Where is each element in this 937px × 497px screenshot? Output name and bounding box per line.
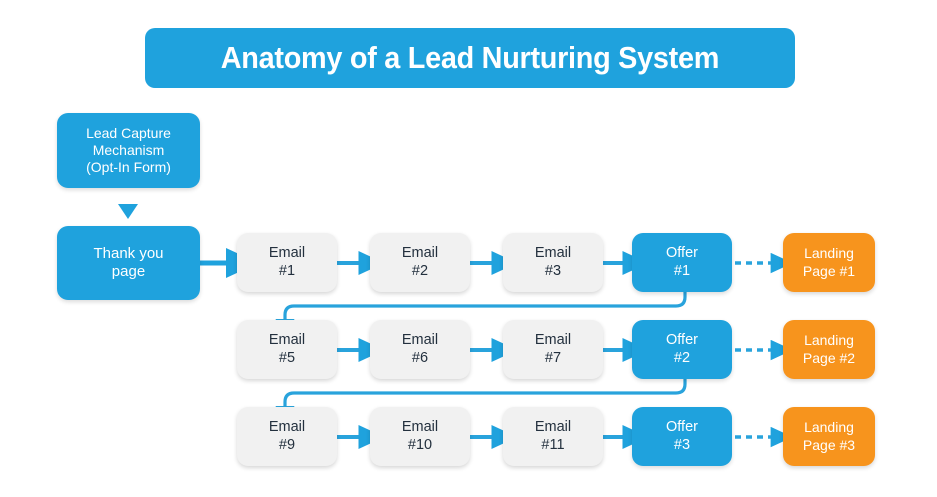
node-offer-3[interactable]: Offer #3 [632, 407, 732, 466]
node-offer-label: Offer #2 [666, 331, 698, 366]
node-email-label: Email #11 [534, 418, 572, 453]
node-email-row2-1[interactable]: Email #5 [237, 320, 337, 379]
node-lead-capture-mechanism[interactable]: Lead Capture Mechanism (Opt-In Form) [57, 113, 200, 188]
node-offer-label: Offer #3 [666, 418, 698, 453]
node-offer-label: Offer #1 [666, 244, 698, 279]
node-email-label: Email #6 [401, 331, 439, 366]
node-landing-label: Landing Page #3 [802, 419, 856, 453]
node-email-label: Email #10 [401, 418, 439, 453]
node-thank-you-label: Thank you page [93, 244, 164, 280]
node-landing-label: Landing Page #2 [802, 332, 856, 366]
arrow-leadcapture-to-thankyou [118, 204, 138, 219]
node-email-label: Email #2 [401, 244, 439, 279]
title-banner: Anatomy of a Lead Nurturing System [145, 28, 795, 88]
node-email-label: Email #9 [268, 418, 306, 453]
node-email-label: Email #5 [268, 331, 306, 366]
node-lead-capture-label: Lead Capture Mechanism (Opt-In Form) [86, 124, 171, 176]
node-thank-you-page[interactable]: Thank you page [57, 226, 200, 300]
node-email-row3-3[interactable]: Email #11 [503, 407, 603, 466]
node-landing-label: Landing Page #1 [802, 245, 856, 279]
node-email-row3-1[interactable]: Email #9 [237, 407, 337, 466]
connector-offer2-to-email9 [275, 377, 687, 427]
node-offer-1[interactable]: Offer #1 [632, 233, 732, 292]
node-email-row2-3[interactable]: Email #7 [503, 320, 603, 379]
node-email-row2-2[interactable]: Email #6 [370, 320, 470, 379]
node-landing-page-2[interactable]: Landing Page #2 [783, 320, 875, 379]
node-email-row1-1[interactable]: Email #1 [237, 233, 337, 292]
node-landing-page-3[interactable]: Landing Page #3 [783, 407, 875, 466]
node-landing-page-1[interactable]: Landing Page #1 [783, 233, 875, 292]
page-title: Anatomy of a Lead Nurturing System [220, 40, 720, 75]
node-email-row1-2[interactable]: Email #2 [370, 233, 470, 292]
node-email-row3-2[interactable]: Email #10 [370, 407, 470, 466]
node-email-label: Email #3 [534, 244, 572, 279]
node-email-row1-3[interactable]: Email #3 [503, 233, 603, 292]
connector-offer1-to-email5 [275, 290, 687, 340]
node-email-label: Email #1 [268, 244, 306, 279]
node-email-label: Email #7 [534, 331, 572, 366]
node-offer-2[interactable]: Offer #2 [632, 320, 732, 379]
